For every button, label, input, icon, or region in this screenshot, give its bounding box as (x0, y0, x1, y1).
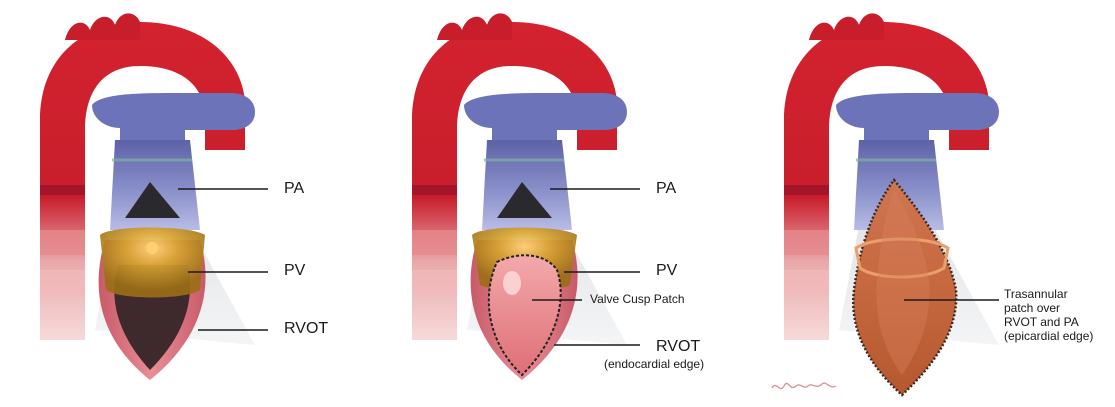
aorta-band (784, 270, 829, 295)
panel-1-rvot-anatomy (40, 13, 268, 380)
aorta-band (784, 185, 829, 195)
panel-3-patch-label-line-4: (epicardial edge) (1004, 329, 1093, 343)
aortic-branches (437, 13, 512, 40)
patch-highlight (503, 271, 521, 295)
pulmonary-valve (100, 228, 205, 298)
panel-2-pv-label: PV (656, 262, 677, 280)
panel-2-rvot-note: (endocardial edge) (604, 357, 704, 371)
panel-3-transannular-patch (772, 13, 999, 395)
panel-3-patch-label-line-3: RVOT and PA (1004, 315, 1093, 329)
panel-2-pa-label: PA (656, 180, 676, 198)
aorta-band (784, 230, 829, 255)
aorta-band (412, 270, 457, 295)
panel-2-rvot-label: RVOT (656, 338, 700, 356)
panel-3-patch-label: Trasannular patch over RVOT and PA (epic… (1004, 287, 1093, 343)
panel-3-patch-label-line-1: Trasannular (1004, 287, 1093, 301)
panel-1-pa-label: PA (284, 180, 304, 198)
illustrator-signature (772, 383, 836, 389)
panel-2-valve-cusp-patch (412, 13, 640, 380)
panel-1-rvot-label: RVOT (284, 320, 328, 338)
panel-1-pv-label: PV (284, 262, 305, 280)
aortic-branches (65, 13, 140, 40)
panel-3-patch-label-line-2: patch over (1004, 301, 1093, 315)
aorta-band (412, 185, 457, 195)
aorta-band (412, 230, 457, 255)
aorta-band (40, 185, 85, 195)
aortic-branches (809, 13, 884, 40)
valve-highlight (146, 242, 158, 254)
aorta-band (40, 270, 85, 295)
aorta-band (40, 230, 85, 255)
panel-2-patch-label: Valve Cusp Patch (590, 292, 685, 306)
